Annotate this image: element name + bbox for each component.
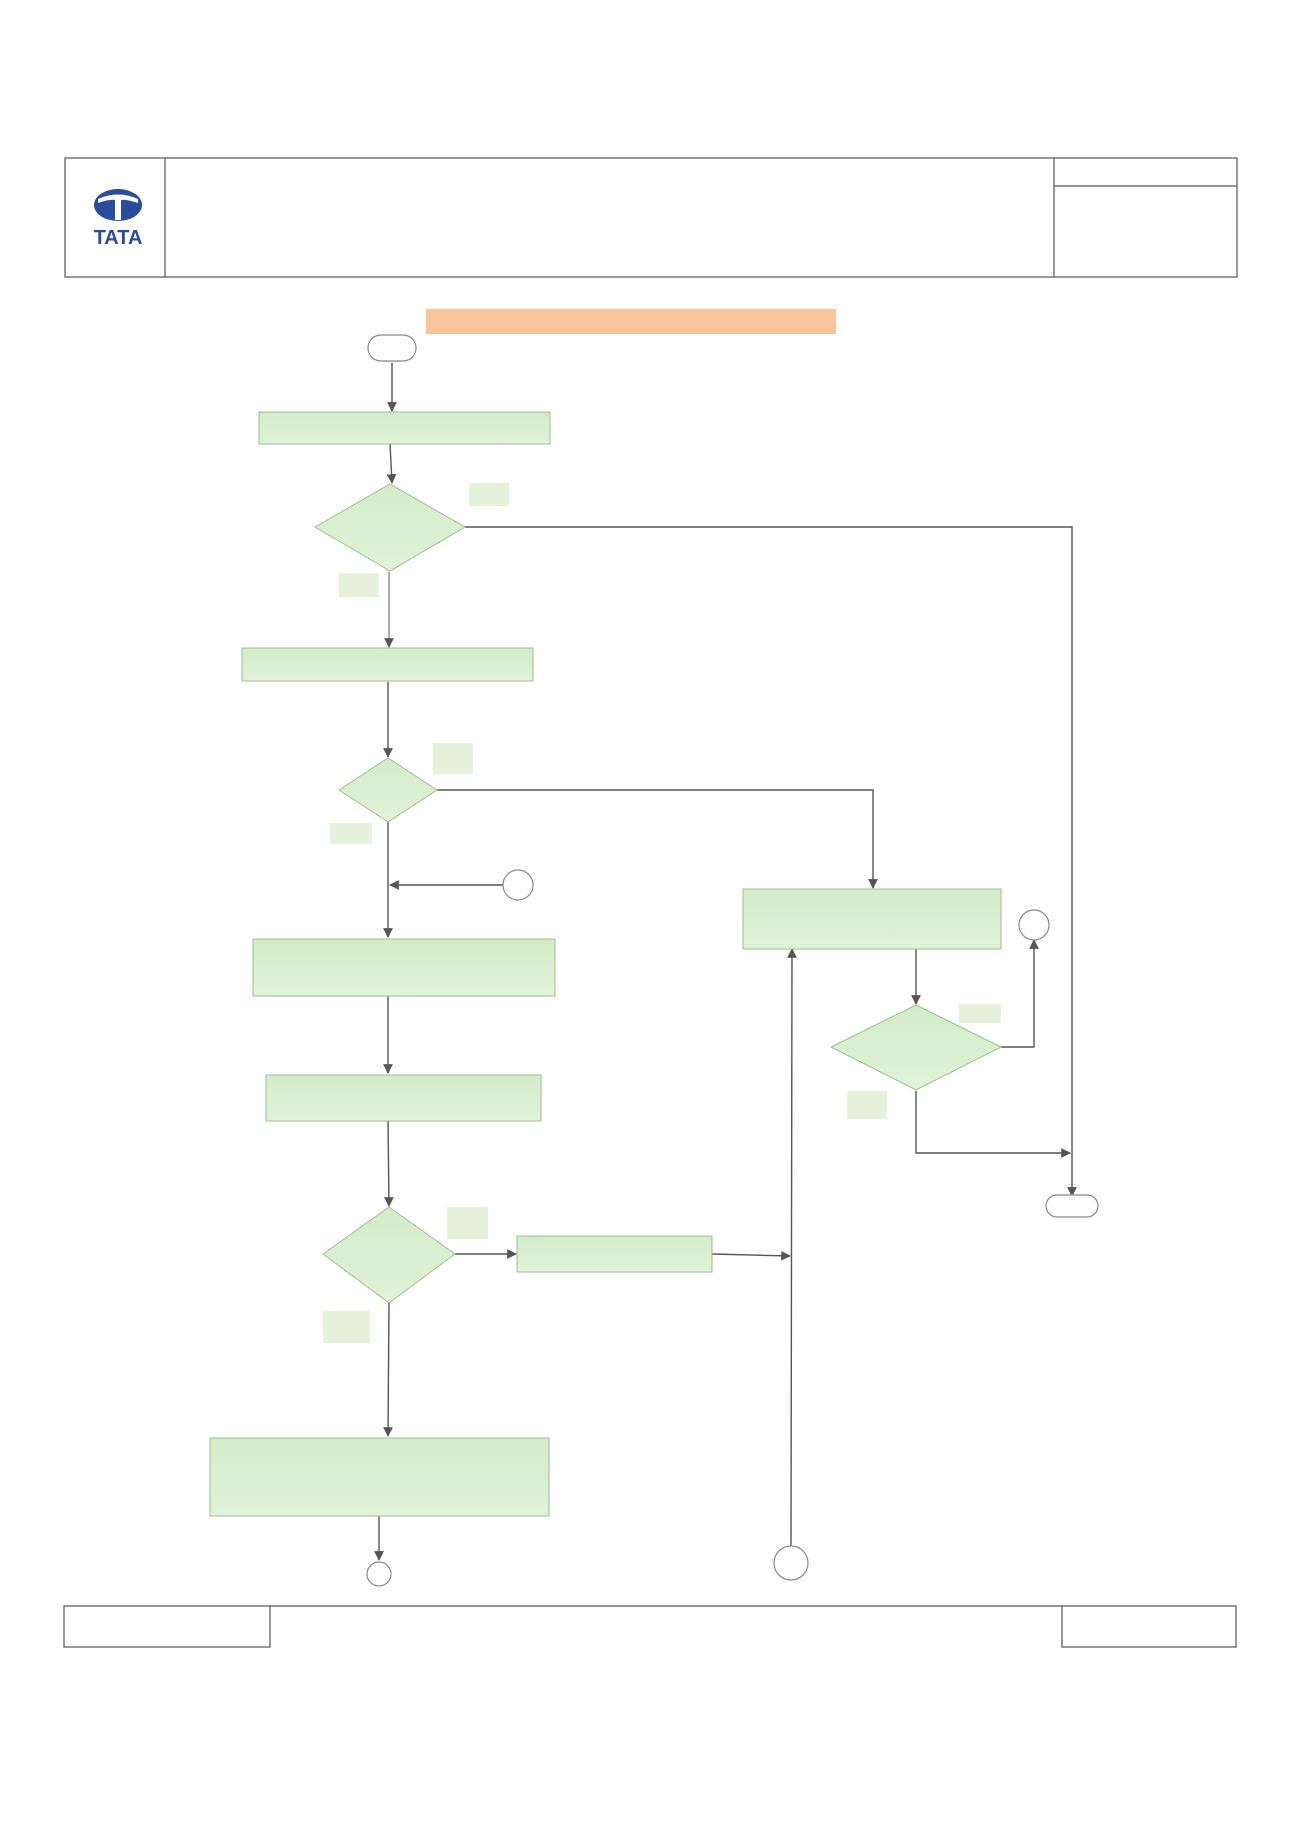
footer-frame	[63, 1605, 1237, 1648]
flow-arrow	[465, 526, 1077, 1197]
flow-arrow	[787, 948, 797, 1547]
flow-arrow	[915, 1091, 1071, 1158]
process-box-4	[265, 1074, 542, 1122]
process-box-2	[241, 647, 534, 682]
process-box-1	[258, 411, 551, 445]
branch-label-7	[447, 1207, 488, 1239]
header-frame	[64, 157, 1238, 278]
process-box-7	[209, 1437, 550, 1517]
branch-label-5	[959, 1004, 1001, 1023]
connector-circle-3	[366, 1561, 392, 1587]
branch-label-4	[330, 823, 372, 844]
process-box-3	[252, 938, 556, 997]
process-box-5	[516, 1235, 713, 1273]
flow-arrow	[437, 789, 878, 889]
flow-arrow	[1001, 939, 1039, 1048]
branch-label-1	[469, 483, 509, 506]
tata-logo-icon: TATA	[94, 189, 143, 249]
end-terminator	[1045, 1194, 1099, 1218]
decision-2	[338, 757, 438, 823]
title-banner	[426, 309, 836, 334]
connector-circle-1	[502, 869, 534, 901]
flow-arrow	[711, 1250, 791, 1261]
logo-text: TATA	[94, 227, 143, 249]
flow-arrow	[383, 1120, 394, 1207]
branch-label-2	[339, 573, 379, 597]
start-terminator	[367, 334, 417, 362]
process-box-6	[742, 888, 1002, 950]
branch-label-8	[323, 1311, 370, 1343]
flow-arrow	[386, 443, 397, 484]
flow-lines	[374, 363, 1077, 1561]
branch-label-6	[847, 1091, 887, 1119]
decision-1	[314, 483, 466, 572]
connector-circle-2	[1018, 909, 1050, 941]
flow-arrow	[383, 1302, 393, 1437]
connector-circle-4	[773, 1545, 809, 1581]
decision-3	[322, 1206, 456, 1304]
decision-4	[829, 1004, 1003, 1091]
branch-label-3	[433, 743, 473, 774]
